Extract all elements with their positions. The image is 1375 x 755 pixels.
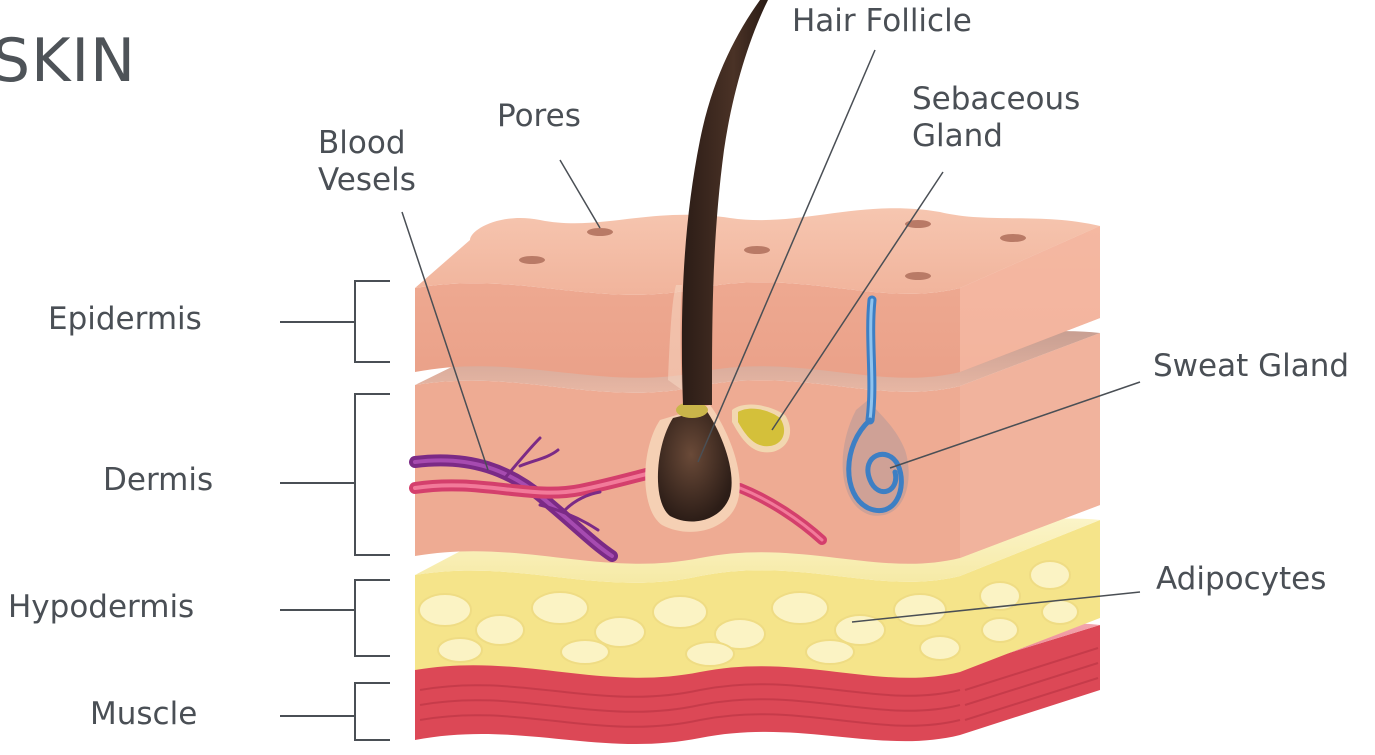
label-hair-follicle: Hair Follicle (792, 4, 972, 40)
label-muscle: Muscle (90, 697, 197, 733)
label-pores: Pores (497, 99, 581, 135)
label-epidermis: Epidermis (48, 302, 202, 338)
label-hypodermis: Hypodermis (8, 590, 194, 626)
label-blood-vessels-line2: Vesels (318, 163, 416, 199)
label-blood-vessels-line1: Blood (318, 126, 406, 162)
label-dermis: Dermis (103, 463, 213, 499)
layer-brackets (280, 281, 390, 740)
epidermis-layer (415, 208, 1100, 378)
diagram-title: SKIN (0, 26, 136, 96)
label-sebaceous-line1: Sebaceous (912, 82, 1080, 118)
label-sebaceous-line2: Gland (912, 119, 1003, 155)
label-adipocytes: Adipocytes (1156, 562, 1326, 598)
label-sweat-gland: Sweat Gland (1153, 349, 1349, 385)
